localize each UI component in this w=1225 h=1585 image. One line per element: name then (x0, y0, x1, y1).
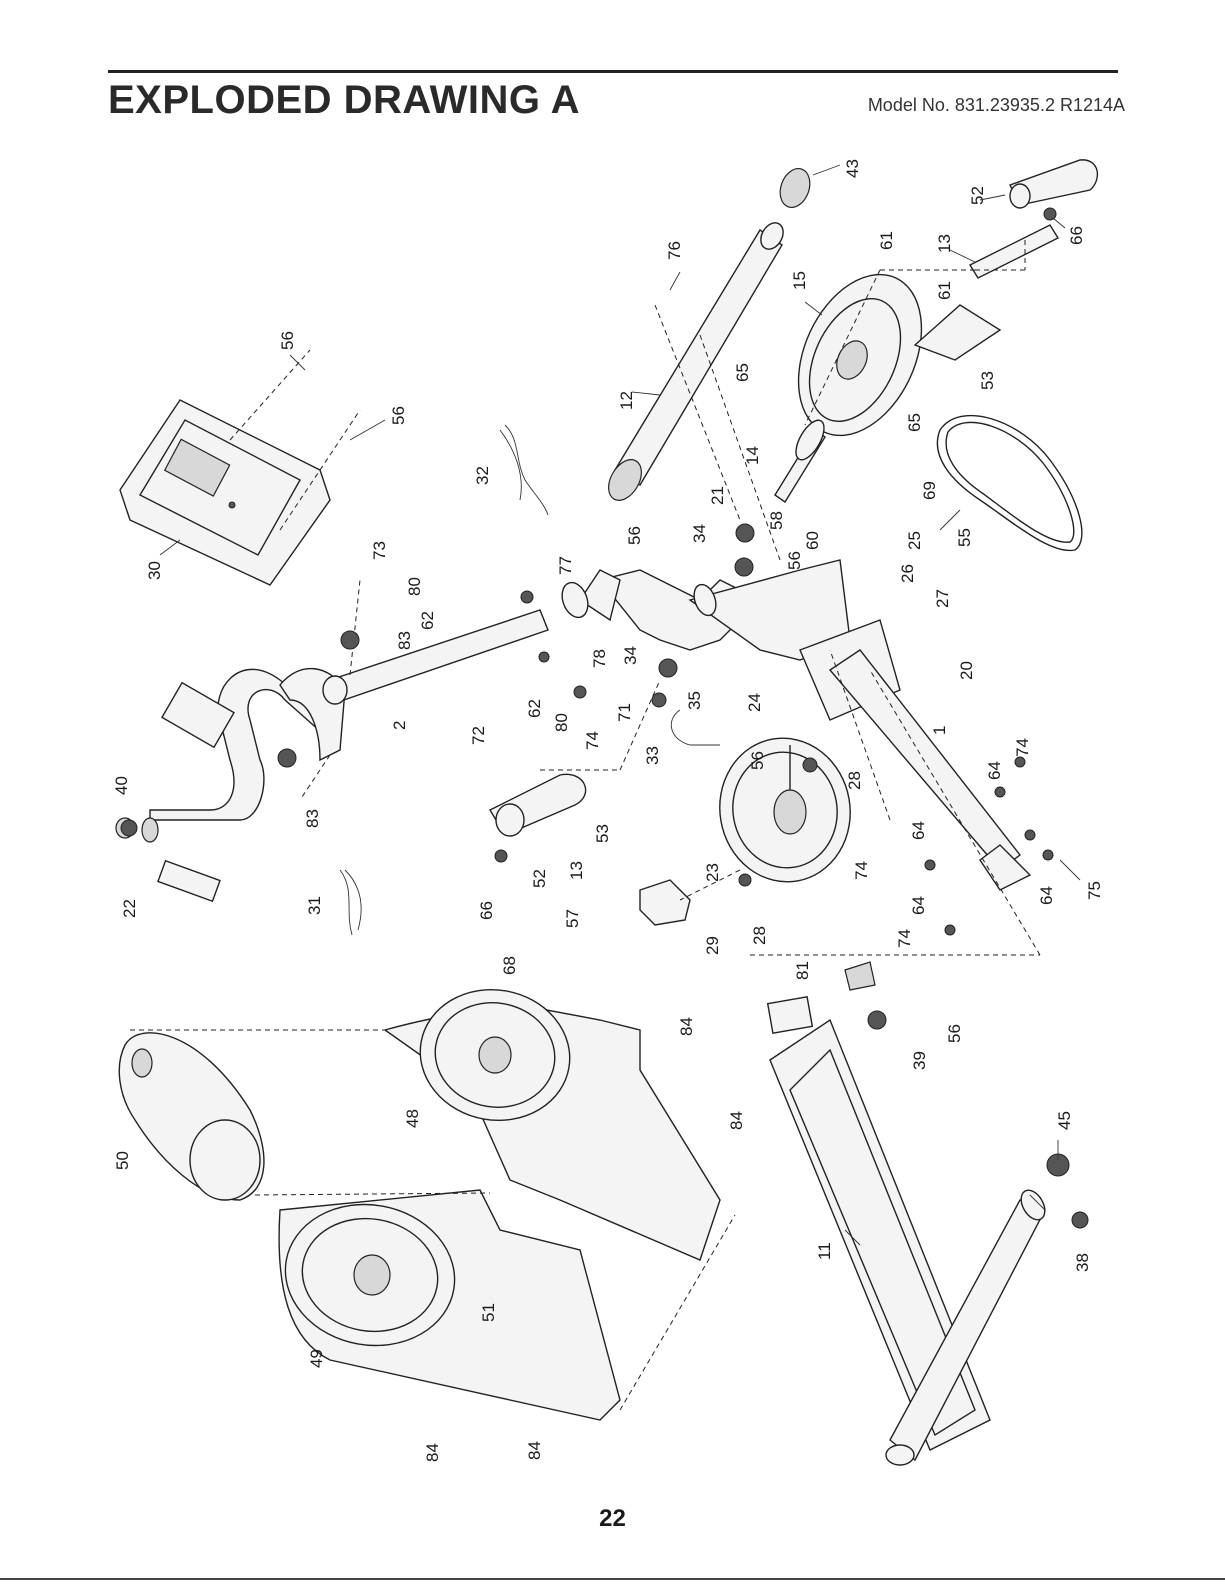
callout-80a: 80 (405, 577, 424, 596)
callout-75: 75 (1085, 881, 1104, 900)
callout-83a: 83 (395, 631, 414, 650)
callout-43: 43 (843, 159, 862, 178)
callout-65a: 65 (733, 363, 752, 382)
left-shroud-part (274, 1190, 620, 1420)
callout-1: 1 (930, 726, 949, 735)
callout-74b: 74 (1013, 738, 1032, 757)
callout-66a: 66 (1067, 226, 1086, 245)
callout-56c: 56 (625, 526, 644, 545)
callout-74a: 74 (583, 731, 602, 750)
callout-84c: 84 (423, 1443, 442, 1462)
callout-77: 77 (556, 556, 575, 575)
callout-33: 33 (643, 746, 662, 765)
callout-20: 20 (957, 661, 976, 680)
callout-61a: 61 (877, 231, 896, 250)
callout-84a: 84 (677, 1017, 696, 1036)
callout-52b: 52 (530, 869, 549, 888)
callout-38: 38 (1073, 1253, 1092, 1272)
callout-14: 14 (743, 446, 762, 465)
callout-53b: 53 (593, 824, 612, 843)
callout-56a: 56 (278, 331, 297, 350)
callout-78: 78 (590, 649, 609, 668)
callout-68: 68 (500, 956, 519, 975)
callout-55: 55 (955, 528, 974, 547)
callout-35: 35 (685, 691, 704, 710)
callout-61b: 61 (935, 281, 954, 300)
callout-15: 15 (790, 271, 809, 290)
callout-64b: 64 (909, 821, 928, 840)
frame-upright-part (558, 560, 900, 720)
callout-49: 49 (307, 1349, 326, 1368)
callout-50: 50 (113, 1151, 132, 1170)
callout-40: 40 (112, 776, 131, 795)
callout-72: 72 (469, 726, 488, 745)
callout-34b: 34 (621, 646, 640, 665)
callout-57: 57 (563, 909, 582, 928)
footer-rule (0, 1578, 1225, 1580)
callout-28a: 28 (845, 771, 864, 790)
callout-2: 2 (390, 721, 409, 730)
resistance-wheel-part (708, 728, 861, 892)
callout-11: 11 (815, 1242, 834, 1260)
upright-tube-part (602, 164, 815, 506)
callout-31: 31 (305, 896, 324, 915)
callout-56b: 56 (389, 406, 408, 425)
callout-48: 48 (403, 1109, 422, 1128)
callout-64d: 64 (1037, 886, 1056, 905)
callout-56d: 56 (785, 551, 804, 570)
callout-56e: 56 (748, 751, 767, 770)
callout-62a: 62 (418, 611, 437, 630)
callout-23: 23 (703, 863, 722, 882)
callout-58: 58 (767, 511, 786, 530)
handlebar-part (116, 610, 548, 901)
callout-45: 45 (1055, 1111, 1074, 1130)
callout-80b: 80 (552, 713, 571, 732)
callout-69: 69 (920, 481, 939, 500)
callout-71: 71 (615, 703, 634, 722)
callout-52a: 52 (968, 186, 987, 205)
callout-65b: 65 (905, 413, 924, 432)
tension-motor-part (640, 880, 690, 925)
callout-84b: 84 (727, 1111, 746, 1130)
callout-30: 30 (145, 561, 164, 580)
callout-74c: 74 (852, 861, 871, 880)
callout-53a: 53 (978, 371, 997, 390)
callout-26: 26 (898, 564, 917, 583)
callout-13b: 13 (567, 861, 586, 880)
page-number: 22 (0, 1505, 1225, 1533)
callout-34a: 34 (690, 524, 709, 543)
callout-22: 22 (120, 899, 139, 918)
callout-73: 73 (370, 541, 389, 560)
crank-cover-part (119, 1033, 264, 1200)
crank-arm-right-part (915, 160, 1097, 360)
callout-81: 81 (793, 961, 812, 980)
crank-arm-left-part (490, 774, 586, 836)
callout-32: 32 (473, 466, 492, 485)
callout-29: 29 (703, 936, 722, 955)
callout-60: 60 (803, 531, 822, 550)
console-part (120, 400, 330, 585)
callout-28b: 28 (750, 926, 769, 945)
crank-axle-part (775, 416, 830, 502)
callout-56f: 56 (945, 1024, 964, 1043)
callout-39: 39 (910, 1051, 929, 1070)
callout-25: 25 (905, 531, 924, 550)
callout-62b: 62 (525, 699, 544, 718)
callout-76: 76 (665, 241, 684, 260)
callout-24: 24 (745, 693, 764, 712)
callout-21: 21 (708, 486, 727, 505)
base-frame-part (768, 962, 1050, 1465)
callout-83b: 83 (303, 809, 322, 828)
callout-66b: 66 (477, 901, 496, 920)
callout-27: 27 (933, 589, 952, 608)
callout-74d: 74 (895, 929, 914, 948)
callout-12: 12 (617, 391, 636, 410)
callout-51: 51 (479, 1303, 498, 1322)
callout-84d: 84 (525, 1441, 544, 1460)
callout-64c: 64 (909, 896, 928, 915)
callout-64a: 64 (985, 761, 1004, 780)
